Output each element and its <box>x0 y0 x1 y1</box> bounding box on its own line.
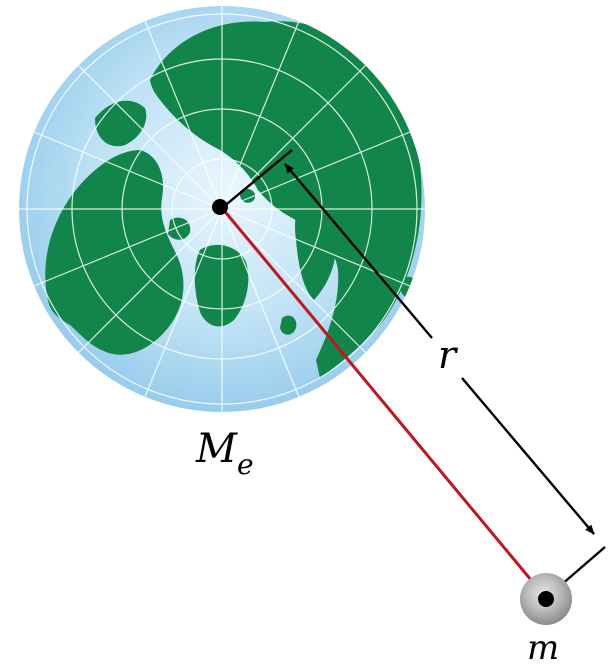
earth-mass-symbol: M <box>195 426 238 472</box>
small-mass <box>520 573 572 625</box>
distance-label: r <box>438 333 459 377</box>
earth-mass-label: Me <box>195 426 254 481</box>
extension-line-earth <box>221 149 293 209</box>
earth-mass-subscript: e <box>237 448 254 481</box>
small-mass-label: m <box>527 628 559 668</box>
earth-center-point <box>212 199 228 215</box>
dimension-arrow-upper <box>284 163 433 339</box>
center-connector-line <box>220 207 548 599</box>
dimension-arrow-lower <box>461 377 595 535</box>
earth-graticule <box>19 6 425 412</box>
small-mass-center-point <box>538 591 554 607</box>
